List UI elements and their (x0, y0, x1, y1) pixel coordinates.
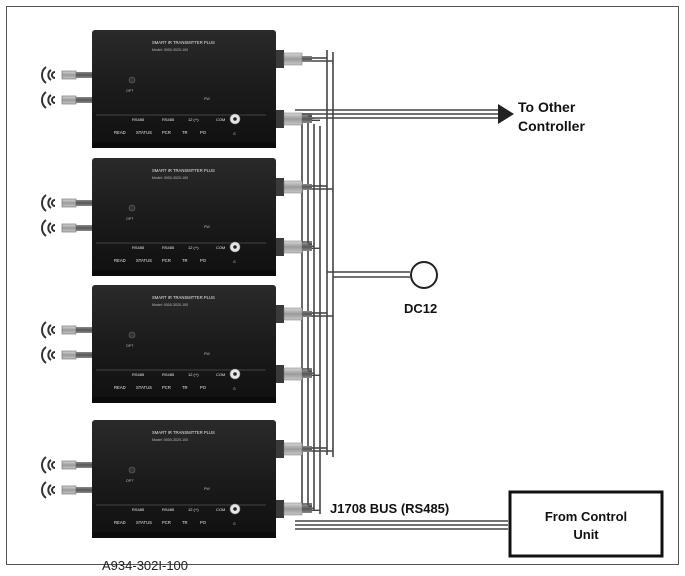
terminal-label: RS485 (132, 117, 145, 122)
ir-signal-icon (41, 66, 92, 84)
ir-port-icon (128, 76, 136, 84)
module-title: SMART IR TRANSMITTER PLUS (152, 168, 215, 173)
module-model: Model: 0000-3020-100 (152, 176, 188, 180)
module-model: Model: 0000-3020-100 (152, 303, 188, 307)
ir-port-icon (128, 466, 136, 474)
led-label: READ (114, 258, 126, 263)
terminal-label: COM (216, 372, 225, 377)
module-model: Model: 0000-3020-100 (152, 438, 188, 442)
ground-label: G (233, 132, 236, 136)
dc12-wires (327, 271, 410, 278)
terminal-label: RS485 (132, 507, 145, 512)
to-other-controller-label: To Other (518, 99, 576, 115)
to-other-controller-wires (295, 109, 500, 119)
ir-port-label: OPT (126, 217, 134, 221)
led-label: PO (200, 385, 207, 390)
terminal-label: COM (216, 117, 225, 122)
module-title: SMART IR TRANSMITTER PLUS (152, 295, 215, 300)
power-connector (276, 178, 284, 196)
led-label: READ (114, 130, 126, 135)
dc-source-circle (410, 261, 438, 289)
led-label: PO (200, 258, 207, 263)
terminal-label: COM (216, 507, 225, 512)
led-label: PO (200, 130, 207, 135)
terminal-label: RS485 (162, 507, 175, 512)
module-model: Model: 0000-3020-100 (152, 48, 188, 52)
power-connector (276, 50, 284, 68)
power-connector (276, 305, 284, 323)
transmitter-module: SMART IR TRANSMITTER PLUS Model: 0000-302… (41, 30, 333, 148)
bus-connector (276, 110, 284, 128)
ir-signal-icon (41, 456, 92, 474)
ir-port-label: OPT (126, 479, 134, 483)
ir-signal-icon (41, 219, 92, 237)
transmitter-module: SMART IR TRANSMITTER PLUS Model: 0000-302… (41, 285, 333, 403)
ir-port-icon (128, 331, 136, 339)
led-label: STATUS (136, 385, 152, 390)
ir-port-label: OPT (126, 89, 134, 93)
led-label: STATUS (136, 258, 152, 263)
led-label: PCR (162, 385, 171, 390)
part-number-caption: A934-302I-100 (102, 558, 188, 573)
ground-label: G (233, 522, 236, 526)
ground-label: G (233, 387, 236, 391)
ir-port-icon (128, 204, 136, 212)
led-label: TR (182, 385, 188, 390)
led-label: TR (182, 130, 188, 135)
power-connector (276, 440, 284, 458)
terminal-label: 12 (+) (188, 117, 199, 122)
led-label: PCR (162, 258, 171, 263)
led-label: STATUS (136, 130, 152, 135)
bus-connector (276, 500, 284, 518)
power-label: PW (204, 352, 210, 356)
terminal-label: RS485 (132, 245, 145, 250)
control-unit-label-2: Unit (573, 527, 599, 542)
terminal-label: COM (216, 245, 225, 250)
power-label: PW (204, 97, 210, 101)
terminal-label: 12 (+) (188, 507, 199, 512)
ir-signal-icon (41, 481, 92, 499)
power-label: PW (204, 225, 210, 229)
led-label: STATUS (136, 520, 152, 525)
terminal-label: RS485 (132, 372, 145, 377)
arrow-right-icon (498, 104, 514, 124)
terminal-label: RS485 (162, 372, 175, 377)
led-label: PCR (162, 130, 171, 135)
control-unit-box (508, 490, 664, 558)
to-other-controller-label-2: Controller (518, 118, 585, 134)
ir-signal-icon (41, 91, 92, 109)
dc12-label: DC12 (404, 301, 437, 316)
j1708-bus-wires (295, 520, 508, 530)
module-title: SMART IR TRANSMITTER PLUS (152, 430, 215, 435)
ir-port-label: OPT (126, 344, 134, 348)
bus-connector (276, 238, 284, 256)
module-title: SMART IR TRANSMITTER PLUS (152, 40, 215, 45)
led-label: PCR (162, 520, 171, 525)
terminal-label: 12 (+) (188, 245, 199, 250)
ir-signal-icon (41, 321, 92, 339)
control-unit-label: From Control (545, 509, 627, 524)
ir-signal-icon (41, 346, 92, 364)
ground-label: G (233, 260, 236, 264)
led-label: TR (182, 258, 188, 263)
led-label: PO (200, 520, 207, 525)
led-label: TR (182, 520, 188, 525)
terminal-label: 12 (+) (188, 372, 199, 377)
led-label: READ (114, 520, 126, 525)
transmitter-modules: SMART IR TRANSMITTER PLUS Model: 0000-302… (41, 30, 333, 538)
power-label: PW (204, 487, 210, 491)
bus-connector (276, 365, 284, 383)
transmitter-module: SMART IR TRANSMITTER PLUS Model: 0000-302… (41, 420, 333, 538)
j1708-bus-label: J1708 BUS (RS485) (330, 501, 449, 516)
transmitter-module: SMART IR TRANSMITTER PLUS Model: 0000-302… (41, 158, 333, 276)
terminal-label: RS485 (162, 245, 175, 250)
led-label: READ (114, 385, 126, 390)
terminal-label: RS485 (162, 117, 175, 122)
ir-signal-icon (41, 194, 92, 212)
